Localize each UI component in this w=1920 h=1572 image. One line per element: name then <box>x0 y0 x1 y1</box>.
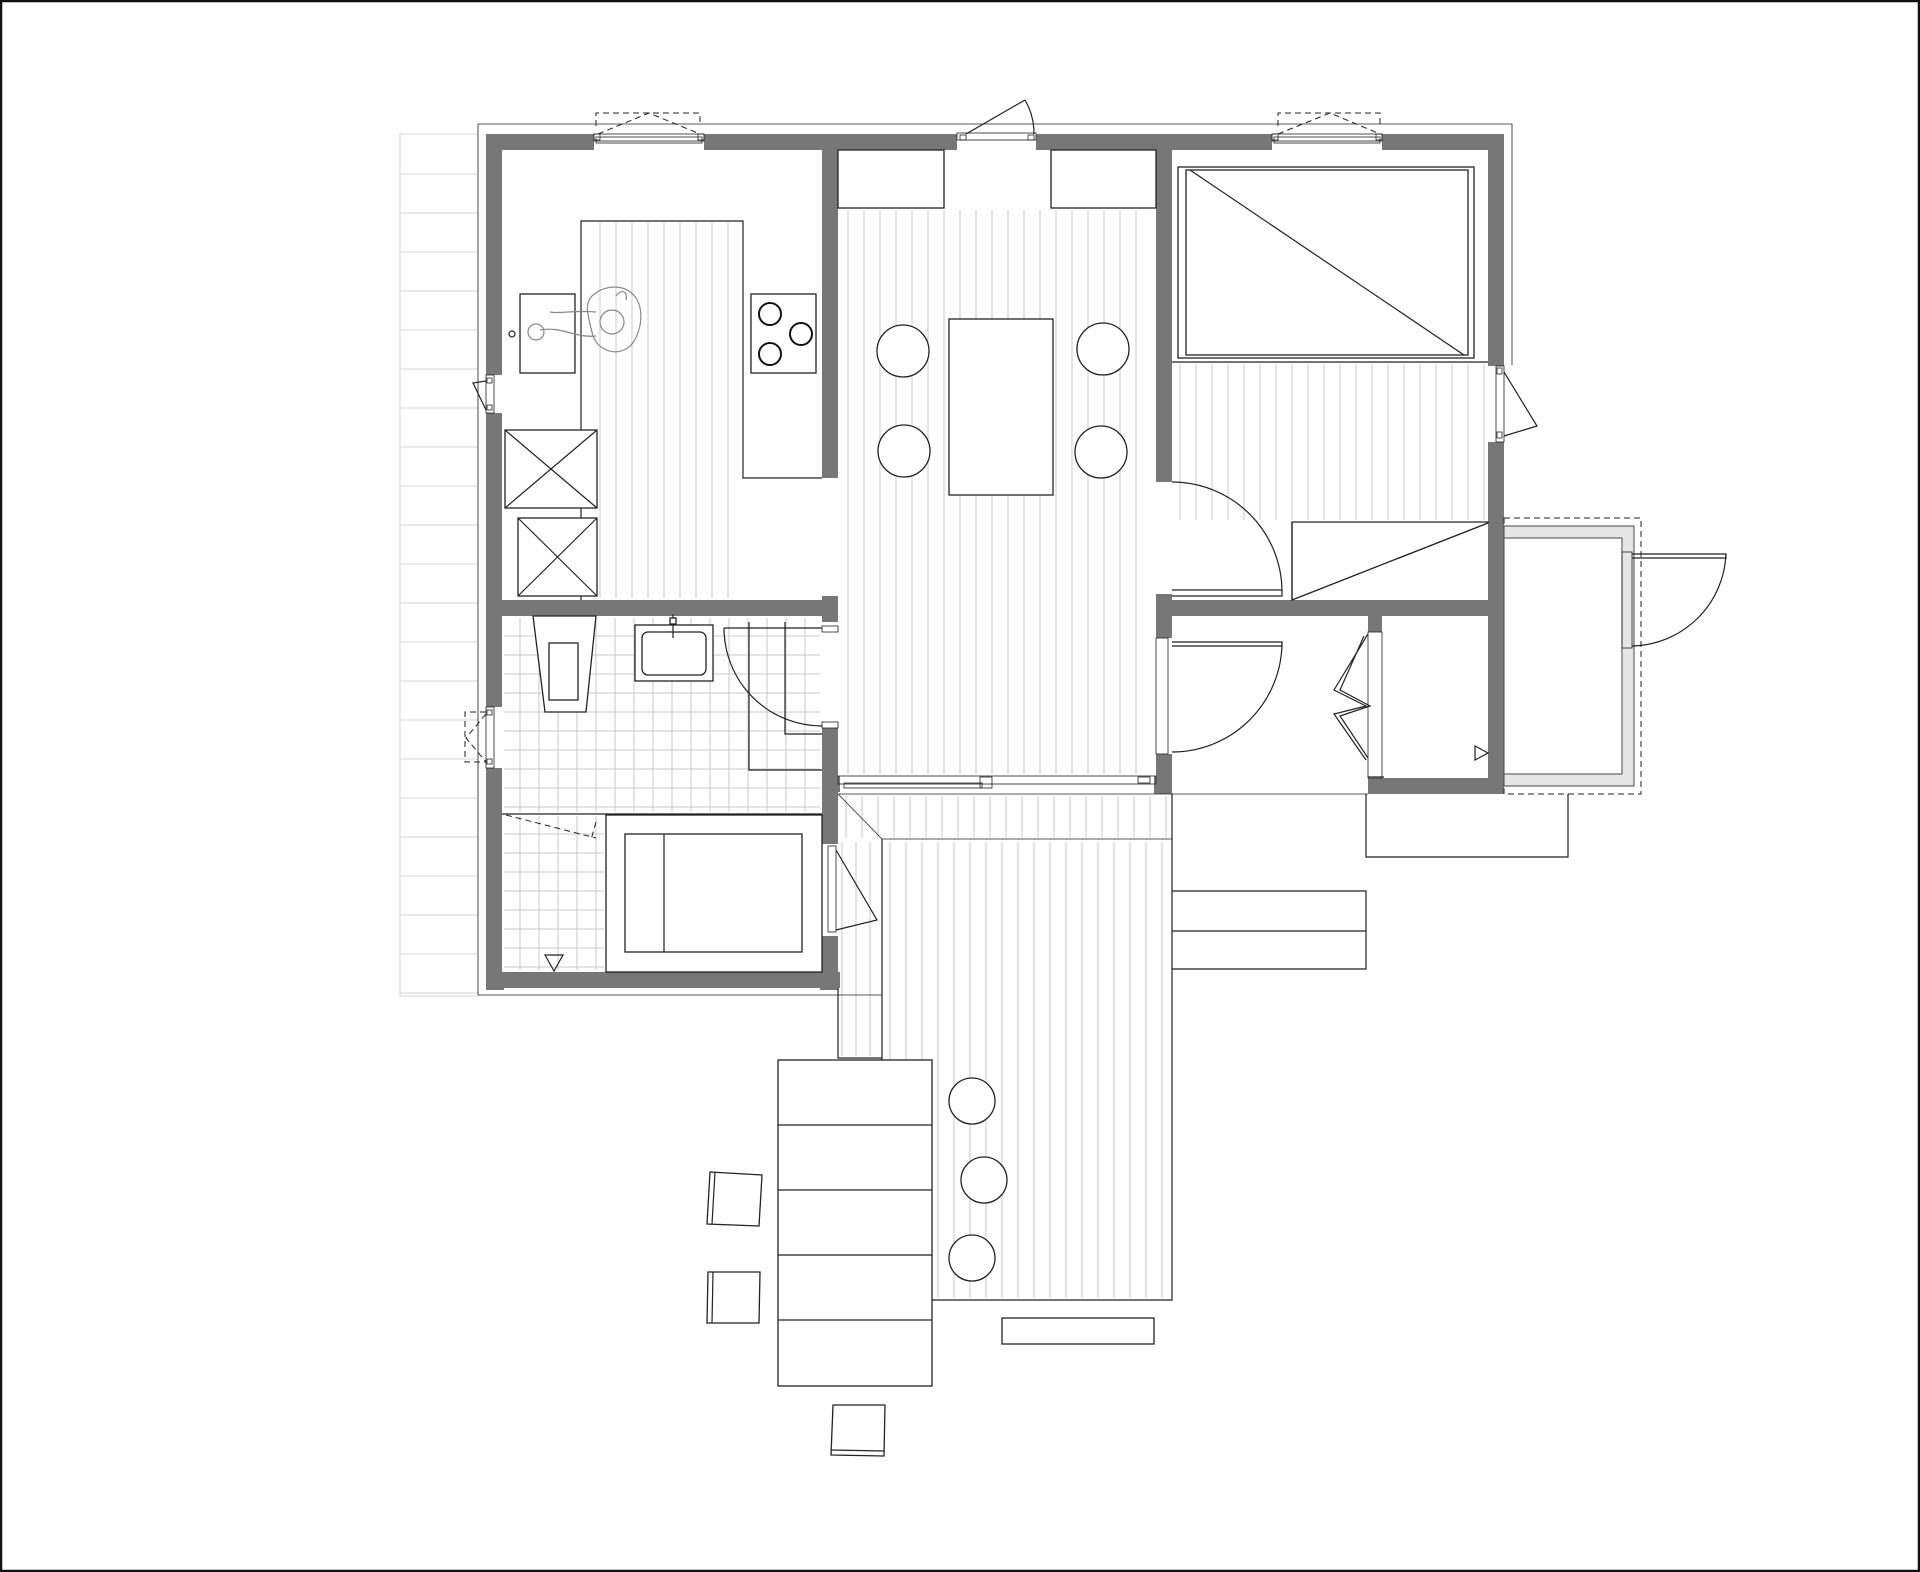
wall-segment <box>1488 442 1504 794</box>
wall-segment <box>704 134 957 150</box>
door-swing-icon <box>1171 481 1283 593</box>
door-swing-icon <box>1631 553 1727 647</box>
wall-segment <box>486 134 502 375</box>
sink-icon <box>519 293 576 374</box>
wall-segment <box>1156 594 1172 638</box>
stool-icon <box>877 424 931 478</box>
wall-segment <box>486 413 502 707</box>
wall-segment <box>822 150 838 478</box>
wall-segment <box>822 728 838 788</box>
cabinet <box>1050 149 1157 209</box>
roof-outline <box>477 123 1513 995</box>
deck-bench <box>1001 1317 1155 1345</box>
wall-segment <box>1036 134 1272 150</box>
chair-icon <box>830 1404 886 1457</box>
wall-segment <box>1156 150 1172 482</box>
wall-segment <box>1368 776 1384 794</box>
window-icon <box>472 374 495 414</box>
door-swing-icon <box>835 849 878 931</box>
wall-post <box>1154 776 1172 794</box>
wall-segment <box>1368 778 1490 794</box>
wall-segment <box>1172 600 1488 616</box>
bed-icon <box>605 814 823 973</box>
kitchen <box>504 220 822 600</box>
stool-icon <box>948 1234 996 1282</box>
person-icon <box>527 286 642 353</box>
chair-icon <box>706 1271 761 1324</box>
bedroom <box>1171 166 1489 601</box>
dining-area <box>837 149 1157 789</box>
stool-icon <box>876 324 930 378</box>
wall-segment <box>1488 134 1504 366</box>
drain-icon <box>543 954 565 973</box>
outdoor-table <box>777 1059 933 1387</box>
wardrobe <box>1291 521 1489 601</box>
wall-segment <box>502 600 828 616</box>
window-icon <box>464 706 495 769</box>
north-door-icon <box>956 99 1037 141</box>
paving-outline <box>399 133 479 997</box>
bed-icon <box>1177 166 1475 359</box>
sliding-door-icon <box>837 775 1157 789</box>
wall-segment <box>822 776 838 844</box>
external-shed <box>1503 517 1727 795</box>
bathroom <box>502 614 878 973</box>
deck <box>706 793 1569 1457</box>
chair-icon <box>706 1171 763 1227</box>
walls <box>486 134 1504 990</box>
wall-segment <box>1382 134 1504 150</box>
paving-strip-west <box>399 133 479 997</box>
wall-post <box>820 972 838 990</box>
door-swing-icon <box>723 627 823 727</box>
wall-segment <box>822 596 838 622</box>
window-icon <box>593 112 705 144</box>
door-swing-icon <box>1171 641 1283 753</box>
window-icon <box>1495 365 1538 443</box>
tall-unit <box>517 517 598 597</box>
dining-table <box>948 318 1054 496</box>
wall-segment <box>486 972 840 988</box>
tall-unit <box>504 429 598 509</box>
hob-icon <box>750 293 817 374</box>
stool-icon <box>1076 322 1130 376</box>
wall-segment <box>486 768 502 988</box>
sink-icon <box>634 614 714 682</box>
toilet-icon <box>532 615 597 713</box>
wall-post <box>822 776 840 792</box>
wall-segment <box>1368 616 1382 632</box>
wall-post <box>486 972 504 990</box>
wall-segment <box>486 134 594 150</box>
drain-icon <box>1474 744 1490 762</box>
stool-icon <box>948 1077 996 1125</box>
window-icon <box>1271 112 1383 144</box>
stool-icon <box>960 1156 1008 1204</box>
hallway <box>1155 631 1490 795</box>
cabinet <box>837 149 945 209</box>
stool-icon <box>1074 425 1128 479</box>
bifold-door-icon <box>1333 633 1369 761</box>
